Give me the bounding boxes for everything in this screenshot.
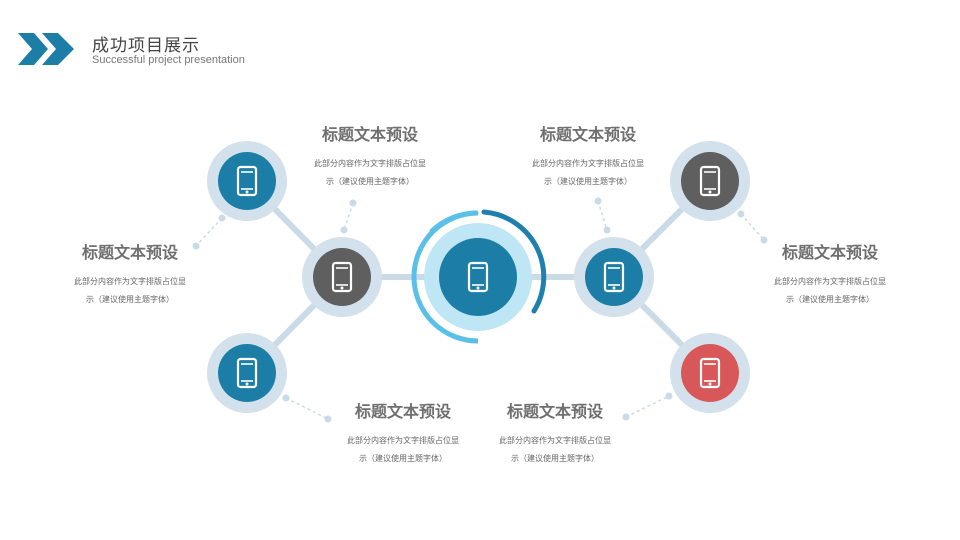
left-label: 标题文本预设 此部分内容作为文字排版占位显 示（建议使用主题字体） [60,239,200,309]
page-title: 成功项目展示 [92,36,200,55]
chevron-logo-icon [18,33,74,65]
center-arc-light-top [429,210,479,234]
top-right-node [670,141,750,221]
center-node [411,209,547,344]
label-title: 标题文本预设 [81,245,178,262]
top-right-label: 标题文本预设 此部分内容作为文字排版占位显 示（建议使用主题字体） [518,121,658,191]
label-title: 标题文本预设 [506,404,603,421]
label-description: 此部分内容作为文字排版占位显 示（建议使用主题字体） [74,277,186,304]
page-subtitle: Successful project presentation [92,54,245,66]
label-description: 此部分内容作为文字排版占位显 示（建议使用主题字体） [499,436,611,463]
top-left-node [207,141,287,221]
label-title: 标题文本预设 [354,404,451,421]
bottom-right-label: 标题文本预设 此部分内容作为文字排版占位显 示（建议使用主题字体） [485,398,625,468]
bottom-right-node [670,333,750,413]
label-title: 标题文本预设 [321,127,418,144]
right-label: 标题文本预设 此部分内容作为文字排版占位显 示（建议使用主题字体） [760,239,900,309]
dotted-leaders [192,197,768,423]
center-arc-dark [481,209,547,314]
label-description: 此部分内容作为文字排版占位显 示（建议使用主题字体） [774,277,886,304]
hub-left-node [302,237,382,317]
hub-right-node [574,237,654,317]
bottom-left-node [207,333,287,413]
label-description: 此部分内容作为文字排版占位显 示（建议使用主题字体） [314,159,426,186]
label-title: 标题文本预设 [781,245,878,262]
label-description: 此部分内容作为文字排版占位显 示（建议使用主题字体） [347,436,459,463]
label-description: 此部分内容作为文字排版占位显 示（建议使用主题字体） [532,159,644,186]
bottom-left-label: 标题文本预设 此部分内容作为文字排版占位显 示（建议使用主题字体） [333,398,473,468]
label-title: 标题文本预设 [539,127,636,144]
top-left-label: 标题文本预设 此部分内容作为文字排版占位显 示（建议使用主题字体） [300,121,440,191]
